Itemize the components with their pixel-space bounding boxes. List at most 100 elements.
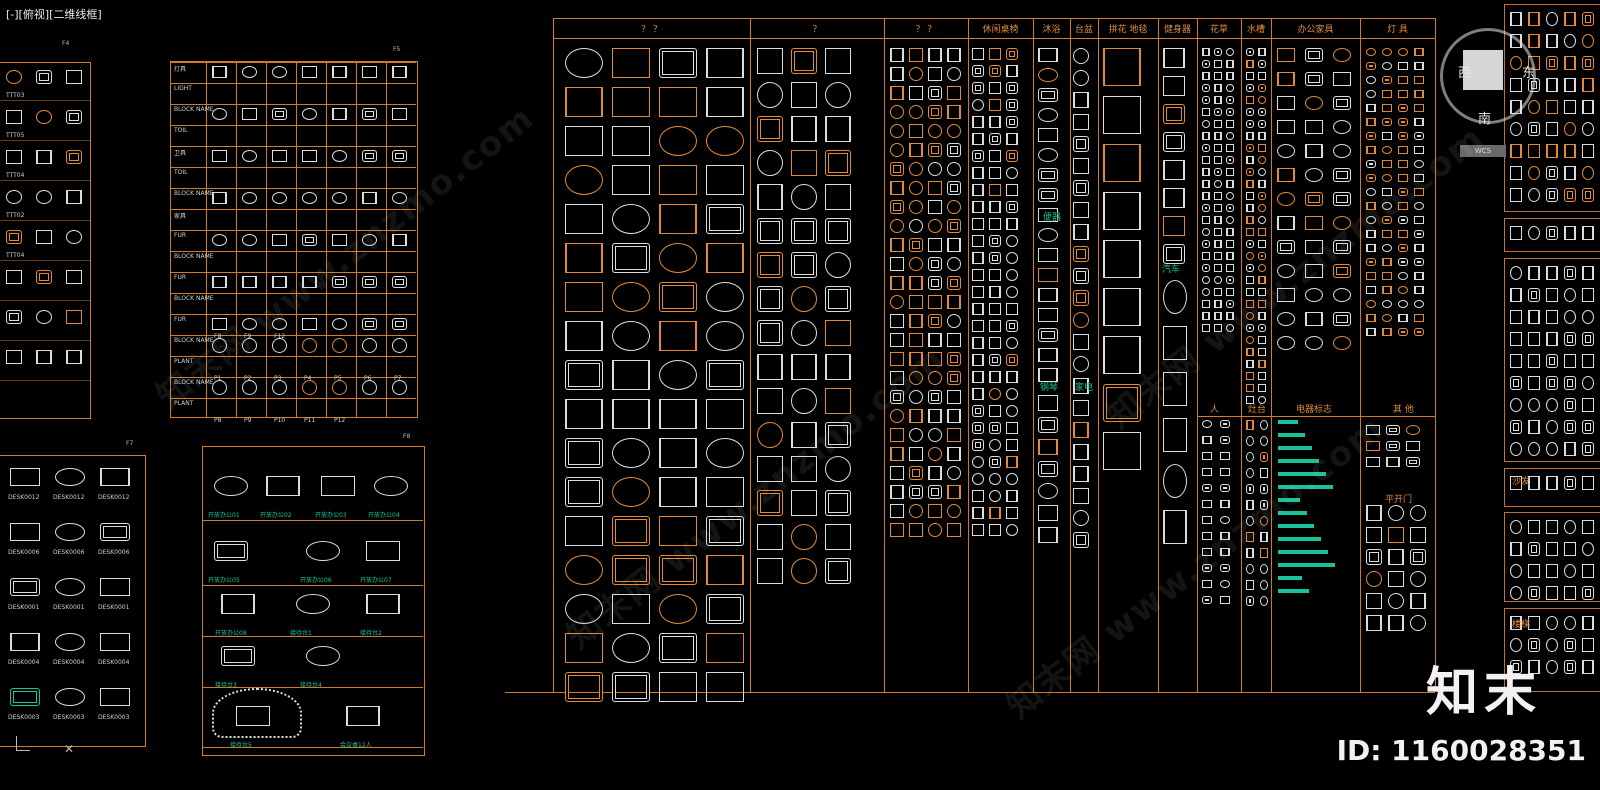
library-symbol <box>1258 396 1266 404</box>
library-symbol <box>928 409 942 423</box>
plant-symbol <box>302 380 317 395</box>
wcs-menu[interactable]: WCS <box>1460 145 1506 157</box>
library-symbol <box>1214 132 1222 140</box>
library-symbol <box>972 473 984 485</box>
viewcube[interactable] <box>1463 50 1503 90</box>
library-symbol <box>1305 168 1323 182</box>
table-row-label: BLOCK NAME <box>174 106 214 113</box>
library-header-border <box>553 38 1435 39</box>
library-symbol <box>659 477 697 507</box>
block-symbol <box>392 108 407 120</box>
library-symbol <box>1214 72 1222 80</box>
right-symbol <box>1510 420 1522 434</box>
right-symbol <box>1528 100 1540 114</box>
library-symbol <box>1006 65 1018 77</box>
library-symbol <box>1398 300 1408 308</box>
library-symbol <box>989 252 1001 264</box>
library-symbol <box>1006 99 1018 111</box>
library-symbol <box>1246 144 1254 152</box>
furniture-symbol <box>66 350 82 364</box>
library-symbol <box>612 165 650 195</box>
library-column-line <box>1158 18 1159 692</box>
library-symbol <box>1388 505 1404 521</box>
block-symbol <box>272 66 287 78</box>
library-symbol <box>1366 300 1376 308</box>
library-symbol <box>1333 240 1351 254</box>
library-symbol <box>1202 60 1210 68</box>
library-column-line <box>1435 18 1436 692</box>
library-symbol <box>1366 62 1376 70</box>
right-block-panel <box>1504 258 1600 462</box>
library-symbol <box>565 672 603 702</box>
library-symbol <box>1163 326 1187 360</box>
library-symbol <box>1333 72 1351 86</box>
library-symbol <box>928 86 942 100</box>
compass-west[interactable]: 西 <box>1458 66 1472 81</box>
library-symbol <box>928 67 942 81</box>
right-symbol <box>1564 166 1576 180</box>
library-symbol <box>1382 286 1392 294</box>
table-row-label: BLOCK NAME <box>174 295 214 302</box>
desk-symbol <box>55 688 85 706</box>
right-symbol <box>1564 226 1576 240</box>
library-symbol <box>890 428 904 442</box>
library-symbol <box>1246 372 1254 380</box>
library-symbol <box>1202 192 1210 200</box>
library-symbol <box>757 48 783 74</box>
right-symbol <box>1582 564 1594 578</box>
library-symbol <box>1214 300 1222 308</box>
library-symbol <box>791 558 817 584</box>
furniture-symbol <box>6 150 22 164</box>
library-symbol <box>1246 84 1254 92</box>
library-symbol <box>825 558 851 584</box>
right-symbol <box>1546 638 1558 652</box>
right-symbol <box>1546 34 1558 48</box>
library-symbol <box>1333 192 1351 206</box>
library-symbol <box>1258 360 1266 368</box>
library-symbol <box>890 105 904 119</box>
library-symbol <box>1414 132 1424 140</box>
library-symbol <box>1398 188 1408 196</box>
library-symbol <box>1246 204 1254 212</box>
library-symbol <box>1006 82 1018 94</box>
library-symbol <box>1073 48 1089 64</box>
viewcube-ring[interactable] <box>1440 28 1536 124</box>
right-symbol <box>1510 226 1522 240</box>
library-symbol <box>989 133 1001 145</box>
electric-symbol <box>1278 446 1312 450</box>
library-symbol <box>659 594 697 624</box>
fur-label: F9 <box>244 333 252 340</box>
library-symbol <box>1038 68 1058 82</box>
library-symbol <box>989 269 1001 281</box>
library-symbol <box>1366 188 1376 196</box>
right-symbol <box>1528 564 1540 578</box>
library-symbol <box>909 466 923 480</box>
library-symbol <box>612 321 650 351</box>
library-symbol <box>890 238 904 252</box>
library-symbol <box>1382 62 1392 70</box>
library-symbol <box>890 124 904 138</box>
library-symbol <box>890 276 904 290</box>
library-symbol <box>1388 527 1404 543</box>
office-item-label: 开放办公08 <box>215 630 247 637</box>
library-symbol <box>1305 120 1323 134</box>
library-symbol <box>1414 286 1424 294</box>
compass-south[interactable]: 南 <box>1478 112 1492 127</box>
right-symbol <box>1546 188 1558 202</box>
library-symbol <box>1366 160 1376 168</box>
library-symbol <box>947 352 961 366</box>
right-symbol <box>1510 188 1522 202</box>
library-symbol <box>1277 144 1295 158</box>
library-symbol <box>1246 396 1254 404</box>
office-row-line <box>202 747 423 748</box>
library-symbol <box>1226 276 1234 284</box>
block-symbol <box>272 318 287 330</box>
library-symbol <box>947 86 961 100</box>
right-symbol <box>1546 310 1558 324</box>
block-symbol <box>242 66 257 78</box>
block-symbol <box>272 108 287 120</box>
viewport-label[interactable]: [-][俯视][二维线框] <box>6 8 102 21</box>
right-symbol <box>1546 12 1558 26</box>
library-symbol <box>928 276 942 290</box>
compass-east[interactable]: 东 <box>1522 66 1536 81</box>
